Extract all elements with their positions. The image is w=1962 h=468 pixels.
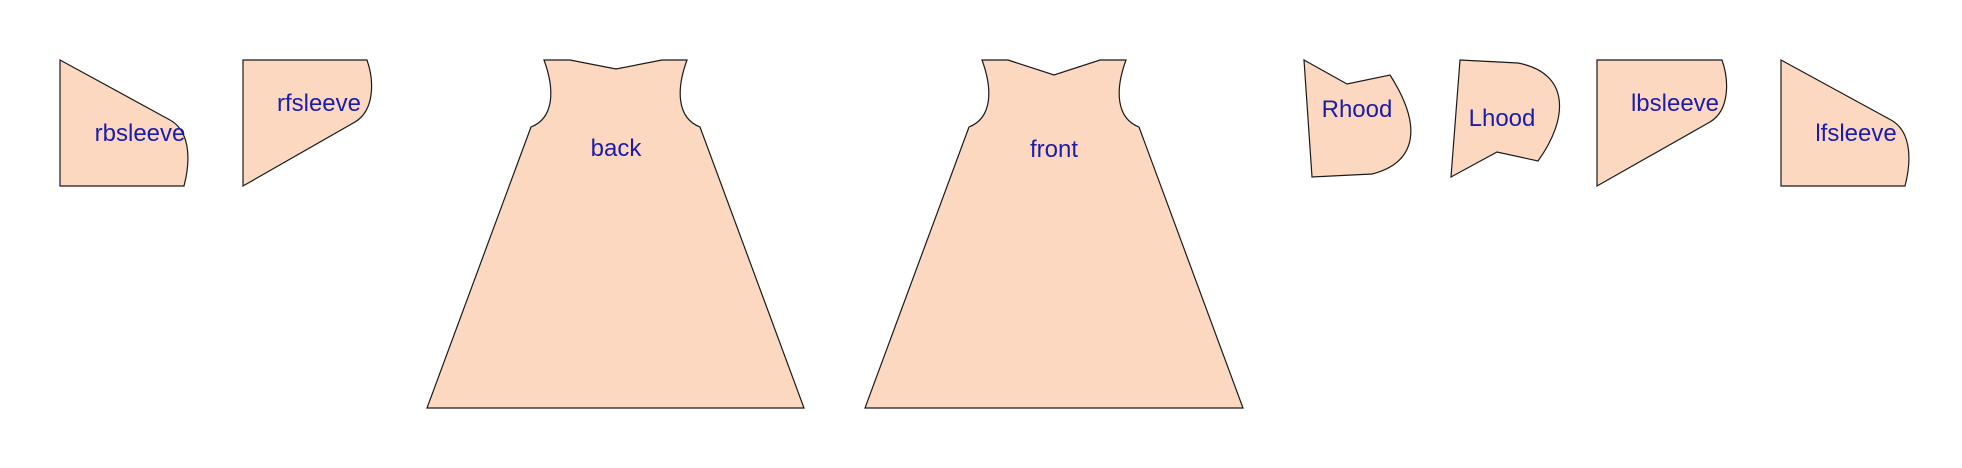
piece-rfsleeve-label: rfsleeve [277,90,361,117]
piece-lhood[interactable]: Lhood [1450,59,1561,179]
piece-rbsleeve-shape [59,58,189,187]
piece-front-label: front [1030,136,1078,163]
piece-rhood-label: Rhood [1322,96,1393,123]
piece-rfsleeve-shape [242,59,373,188]
piece-front[interactable]: front [864,59,1244,409]
piece-lfsleeve-label: lfsleeve [1815,120,1896,147]
piece-lfsleeve-shape [1780,58,1910,187]
piece-rhood[interactable]: Rhood [1303,58,1412,178]
piece-rfsleeve[interactable]: rfsleeve [242,59,373,188]
piece-lhood-label: Lhood [1469,105,1536,132]
piece-lfsleeve[interactable]: lfsleeve [1780,58,1910,187]
piece-rbsleeve-label: rbsleeve [95,120,186,147]
piece-back-shape [426,59,805,409]
piece-lbsleeve-label: lbsleeve [1631,90,1719,117]
piece-lhood-shape [1450,59,1561,179]
piece-lbsleeve-shape [1596,59,1728,188]
piece-back-label: back [591,135,643,162]
piece-lbsleeve[interactable]: lbsleeve [1596,59,1728,188]
piece-rbsleeve[interactable]: rbsleeve [59,58,189,187]
piece-front-shape [864,59,1244,409]
piece-back[interactable]: back [426,59,805,409]
piece-rhood-shape [1303,58,1412,178]
